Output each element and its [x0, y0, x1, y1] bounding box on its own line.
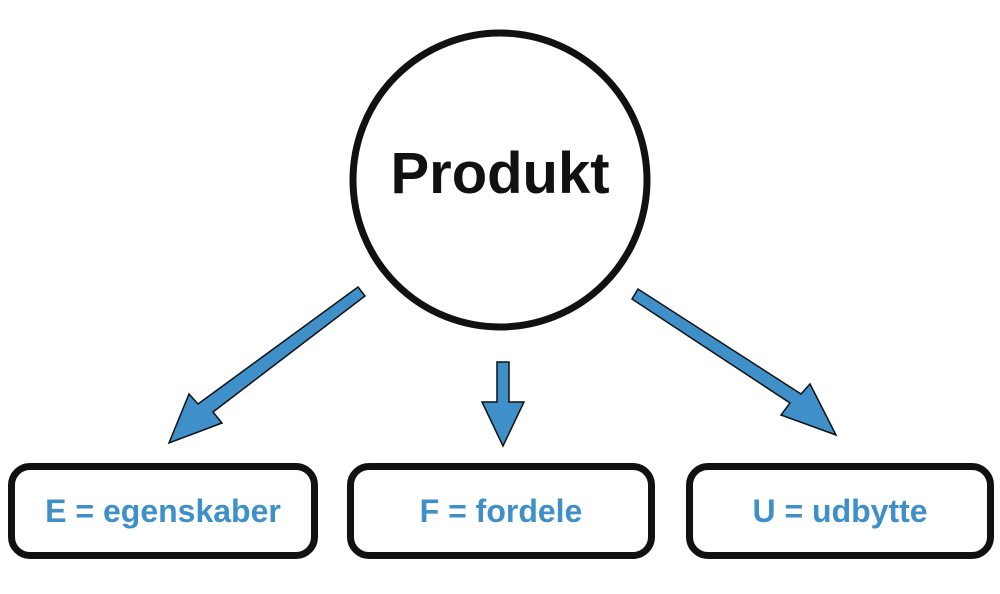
box-egenskaber: E = egenskaber [8, 463, 318, 559]
arrow-left [167, 285, 367, 445]
box-fordele: F = fordele [347, 463, 655, 559]
product-circle [349, 29, 651, 331]
box-udbytte: U = udbytte [686, 463, 994, 559]
arrow-middle [480, 361, 526, 448]
product-label: Produkt [390, 141, 610, 206]
arrow-right [630, 287, 838, 437]
